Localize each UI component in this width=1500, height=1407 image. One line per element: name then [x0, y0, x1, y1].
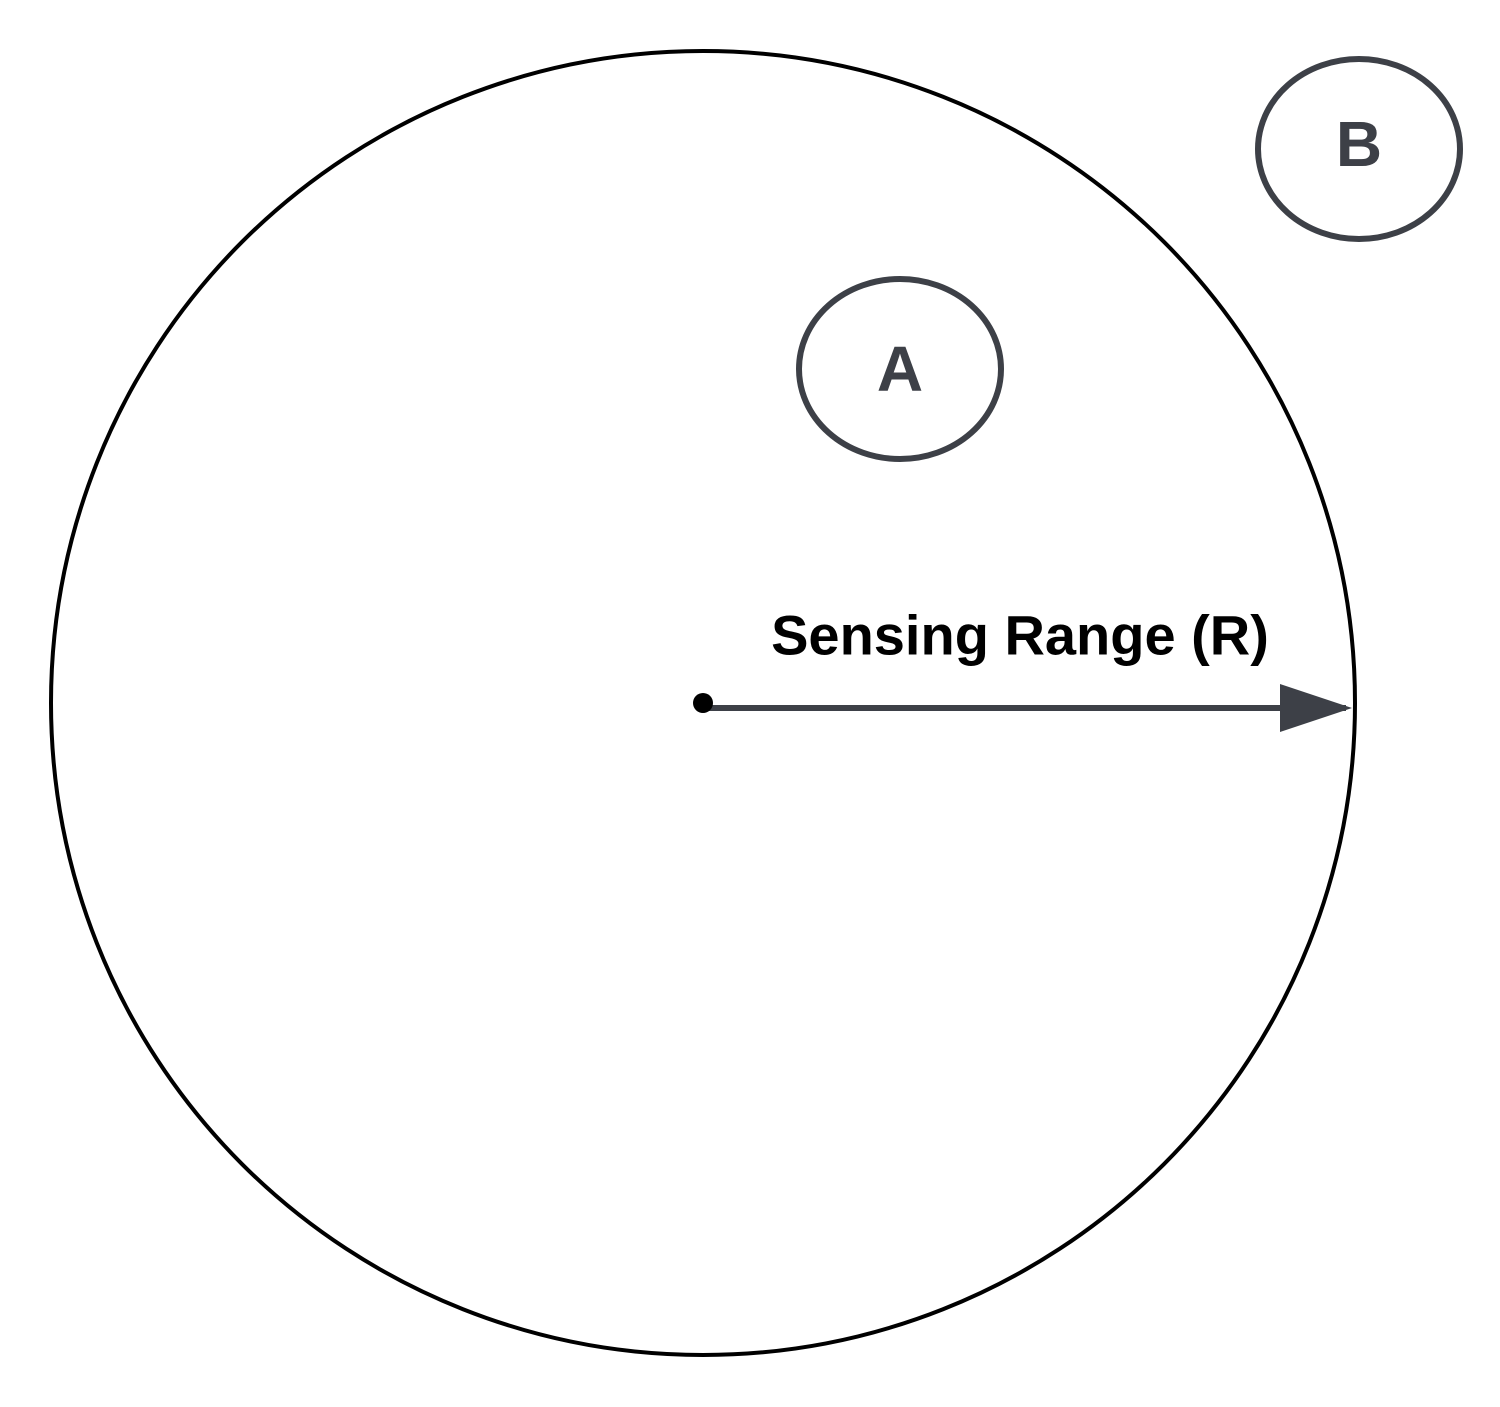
node-b: B — [1255, 56, 1463, 242]
center-dot — [693, 693, 713, 713]
node-b-circle — [1255, 56, 1463, 242]
sensing-range-label: Sensing Range (R) — [771, 604, 1269, 667]
node-a-circle — [796, 276, 1004, 462]
sensing-range-circle — [49, 49, 1357, 1357]
node-a-label: A — [877, 333, 923, 405]
node-b-label: B — [1336, 108, 1382, 180]
node-a: A — [796, 276, 1004, 462]
